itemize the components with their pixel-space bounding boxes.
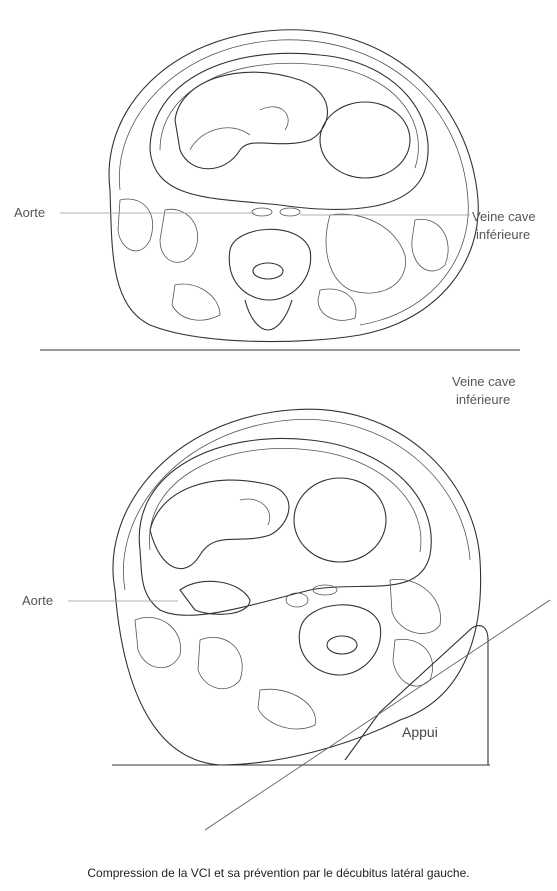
left-lateral-cross-section <box>68 409 550 830</box>
vci-label-bottom-line2: inférieure <box>456 391 510 408</box>
vci-label-top-line1: Veine cave <box>472 208 536 225</box>
aorte-label-top: Aorte <box>14 204 45 221</box>
vci-label-top-line2: inférieure <box>476 226 530 243</box>
vertebra <box>229 229 310 300</box>
appui-label: Appui <box>402 724 438 741</box>
fetus-head <box>320 102 410 178</box>
supine-cross-section <box>40 30 520 350</box>
fetus-body <box>175 72 328 169</box>
aorte-label-bottom: Aorte <box>22 592 53 609</box>
figure-caption: Compression de la VCI et sa prévention p… <box>0 866 557 880</box>
vci-label-bottom-line1: Veine cave <box>452 373 516 390</box>
